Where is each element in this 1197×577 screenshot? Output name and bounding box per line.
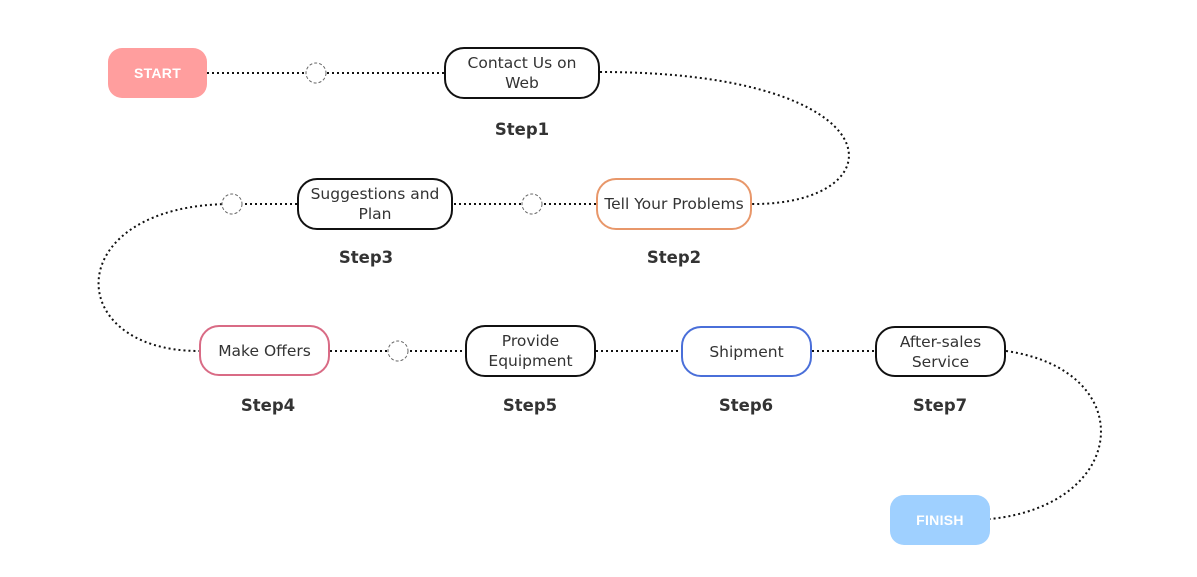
connector-step1-step2 (599, 71, 850, 206)
step6-title: Shipment (709, 342, 784, 361)
step3-label: Step3 (338, 248, 394, 267)
step6-label: Step6 (718, 396, 774, 415)
step2-label: Step2 (646, 248, 702, 267)
step2-title: Tell Your Problems (604, 195, 744, 213)
connector-step3-step4 (97, 203, 297, 352)
step7-label: Step7 (912, 396, 968, 415)
connector-step7-finish (989, 350, 1102, 520)
step1-title: Contact Us on Web (467, 54, 577, 92)
step5-title: Provide Equipment (488, 332, 573, 370)
step7-node: After-sales Service (875, 326, 1006, 377)
step2-node: Tell Your Problems (596, 178, 752, 230)
step5-node: Provide Equipment (465, 325, 596, 377)
waypoint-circle (387, 340, 409, 362)
waypoint-circle (305, 62, 327, 84)
step1-label: Step1 (494, 120, 550, 139)
waypoint-circle (221, 193, 243, 215)
step3-title: Suggestions and Plan (310, 185, 440, 223)
step4-label: Step4 (240, 396, 296, 415)
step6-node: Shipment (681, 326, 812, 377)
step4-title: Make Offers (218, 341, 311, 360)
step7-title: After-sales Service (899, 332, 982, 371)
step1-node: Contact Us on Web (444, 47, 600, 99)
finish-node: FINISH (890, 495, 990, 545)
start-node: START (108, 48, 207, 98)
step3-node: Suggestions and Plan (297, 178, 453, 230)
step4-node: Make Offers (199, 325, 330, 376)
step5-label: Step5 (502, 396, 558, 415)
waypoint-circle (521, 193, 543, 215)
